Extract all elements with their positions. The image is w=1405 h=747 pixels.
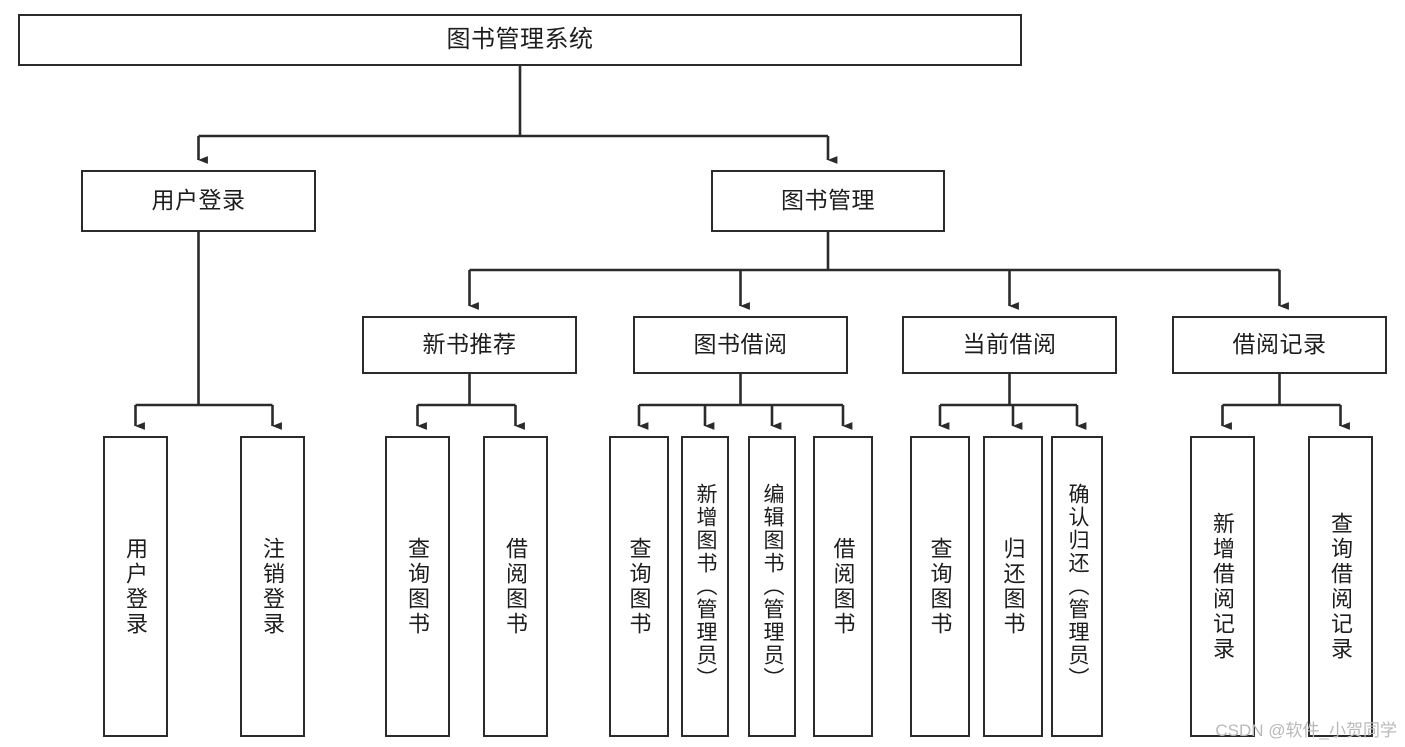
node-label-leaf-add-record: 新增借阅记录	[1210, 511, 1236, 662]
node-new-book-rec[interactable]: 新书推荐	[362, 316, 577, 374]
node-leaf-query-record[interactable]: 查询借阅记录	[1308, 436, 1373, 737]
node-book-borrow[interactable]: 图书借阅	[633, 316, 848, 374]
node-leaf-user-logout[interactable]: 注销登录	[240, 436, 305, 737]
node-label-current-borrow: 当前借阅	[962, 331, 1057, 358]
node-label-leaf-return-book: 归还图书	[1000, 536, 1026, 637]
node-current-borrow[interactable]: 当前借阅	[902, 316, 1117, 374]
csdn-watermark: CSDN @软件_小贺同学	[1215, 721, 1397, 740]
node-label-leaf-query-book-3: 查询图书	[927, 536, 953, 637]
node-label-leaf-add-book: 新增图书（管理员）	[694, 483, 718, 690]
node-label-borrow-record: 借阅记录	[1232, 331, 1327, 358]
node-label-leaf-confirm-ret: 确认归还（管理员）	[1066, 483, 1090, 690]
node-label-leaf-edit-book: 编辑图书（管理员）	[761, 483, 785, 690]
node-leaf-edit-book[interactable]: 编辑图书（管理员）	[748, 436, 796, 737]
node-leaf-confirm-ret[interactable]: 确认归还（管理员）	[1051, 436, 1103, 737]
node-user-login[interactable]: 用户登录	[81, 170, 316, 232]
node-label-leaf-borrow-book-1: 借阅图书	[503, 536, 529, 637]
node-leaf-add-record[interactable]: 新增借阅记录	[1190, 436, 1255, 737]
node-leaf-query-book-2[interactable]: 查询图书	[609, 436, 669, 737]
node-label-leaf-query-book-1: 查询图书	[405, 536, 431, 637]
node-leaf-borrow-book-1[interactable]: 借阅图书	[483, 436, 548, 737]
node-label-leaf-query-record: 查询借阅记录	[1328, 511, 1354, 662]
node-leaf-borrow-book-2[interactable]: 借阅图书	[813, 436, 873, 737]
node-label-user-login: 用户登录	[151, 187, 246, 214]
node-leaf-return-book[interactable]: 归还图书	[983, 436, 1043, 737]
node-label-book-manage: 图书管理	[781, 187, 875, 214]
node-label-root: 图书管理系统	[446, 25, 594, 53]
node-label-leaf-query-book-2: 查询图书	[626, 536, 652, 637]
node-label-leaf-user-login: 用户登录	[123, 536, 149, 637]
node-leaf-query-book-3[interactable]: 查询图书	[910, 436, 970, 737]
node-book-manage[interactable]: 图书管理	[711, 170, 945, 232]
node-leaf-query-book-1[interactable]: 查询图书	[385, 436, 450, 737]
node-label-new-book-rec: 新书推荐	[422, 331, 517, 358]
node-label-leaf-user-logout: 注销登录	[260, 536, 286, 637]
node-borrow-record[interactable]: 借阅记录	[1172, 316, 1387, 374]
node-leaf-add-book[interactable]: 新增图书（管理员）	[681, 436, 729, 737]
node-root[interactable]: 图书管理系统	[18, 14, 1022, 66]
node-leaf-user-login[interactable]: 用户登录	[103, 436, 168, 737]
node-label-book-borrow: 图书借阅	[693, 331, 788, 358]
node-label-leaf-borrow-book-2: 借阅图书	[830, 536, 856, 637]
